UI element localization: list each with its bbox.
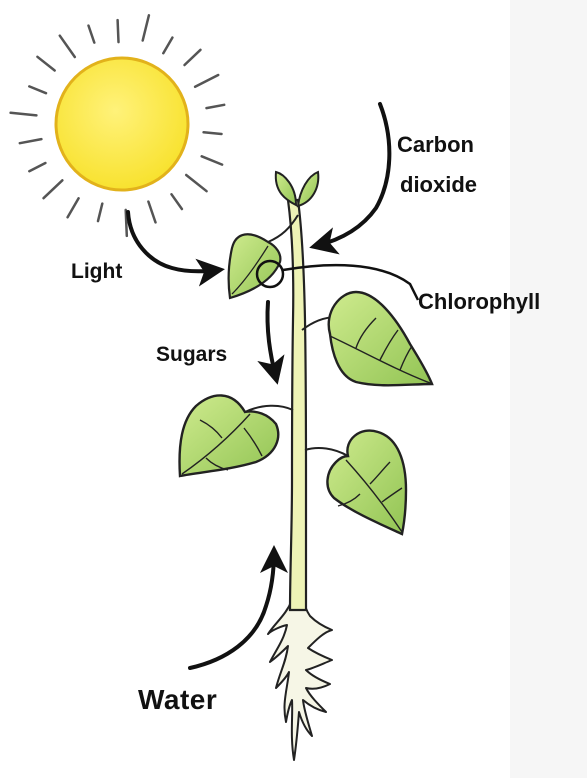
- sun-icon: [11, 15, 225, 236]
- sun-ray: [195, 75, 218, 87]
- sun-ray: [163, 38, 172, 54]
- carbon-dioxide-arrow: [316, 104, 389, 246]
- sun-ray: [37, 57, 54, 71]
- sun-ray: [89, 26, 95, 43]
- sun-ray: [20, 139, 42, 143]
- leaf-right-lower: [327, 431, 406, 534]
- sun-ray: [60, 36, 75, 57]
- sun-ray: [68, 198, 79, 217]
- label-dioxide: dioxide: [400, 170, 477, 200]
- sun-ray: [11, 113, 37, 116]
- label-chlorophyll: Chlorophyll: [418, 287, 540, 317]
- label-water: Water: [138, 683, 217, 717]
- sun-ray: [29, 86, 46, 93]
- light-arrow: [128, 212, 218, 271]
- sun-ray: [202, 156, 222, 164]
- bud-leaf-left: [276, 172, 296, 205]
- label-carbon: Carbon: [397, 130, 474, 160]
- sun-disc: [56, 58, 188, 190]
- sun-ray: [207, 105, 225, 108]
- water-arrow: [190, 552, 274, 668]
- label-sugars: Sugars: [156, 341, 227, 369]
- plant-icon: [180, 172, 432, 760]
- roots: [268, 598, 332, 760]
- bud-leaf-right: [298, 172, 318, 206]
- sun-ray: [185, 50, 201, 65]
- sun-ray: [204, 132, 222, 134]
- stem: [288, 200, 306, 610]
- sun-ray: [143, 15, 149, 40]
- sun-ray: [29, 163, 45, 171]
- leaf-right-upper: [329, 292, 432, 385]
- sun-ray: [44, 180, 63, 198]
- sun-ray: [118, 20, 119, 42]
- sun-ray: [98, 204, 102, 222]
- sun-ray: [186, 175, 206, 191]
- sun-ray: [172, 194, 182, 209]
- label-light: Light: [71, 258, 122, 286]
- sun-ray: [148, 202, 155, 223]
- sugars-arrow: [267, 302, 276, 378]
